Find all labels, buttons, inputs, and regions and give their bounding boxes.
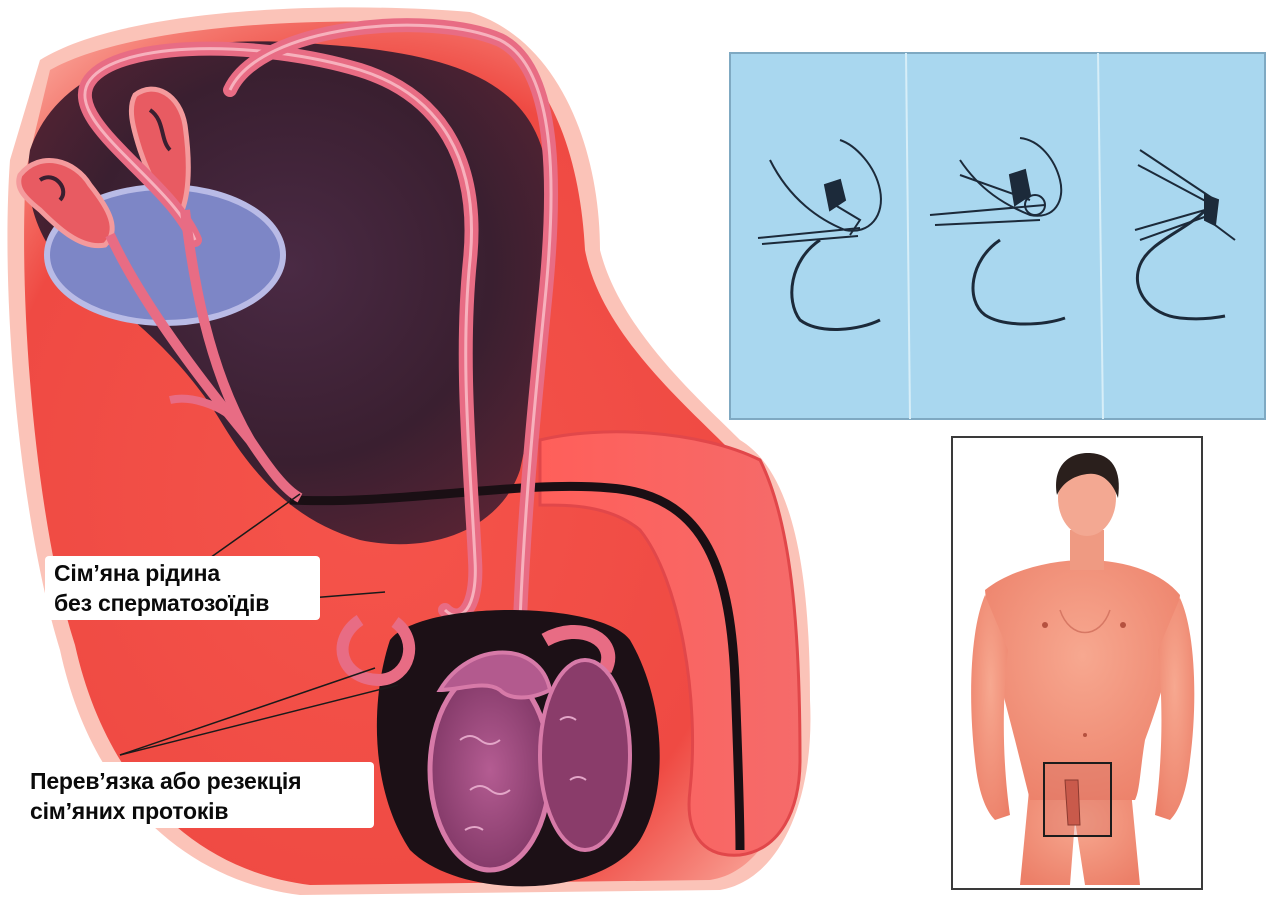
ligation-label-line-1: Перев’язка або резекція	[30, 766, 301, 796]
ligation-label: Перев’язка або резекція сім’яних протокі…	[30, 766, 301, 826]
semen-label: Сім’яна рідина без сперматозоїдів	[54, 558, 269, 618]
semen-label-line-2: без сперматозоїдів	[54, 588, 269, 618]
testis-back	[540, 660, 630, 850]
body-locator-panel	[952, 437, 1202, 889]
panel-background	[730, 53, 1265, 419]
surgery-steps-panel	[730, 53, 1265, 419]
testis-front	[430, 670, 550, 870]
ligation-label-line-2: сім’яних протоків	[30, 796, 301, 826]
semen-label-line-1: Сім’яна рідина	[54, 558, 269, 588]
